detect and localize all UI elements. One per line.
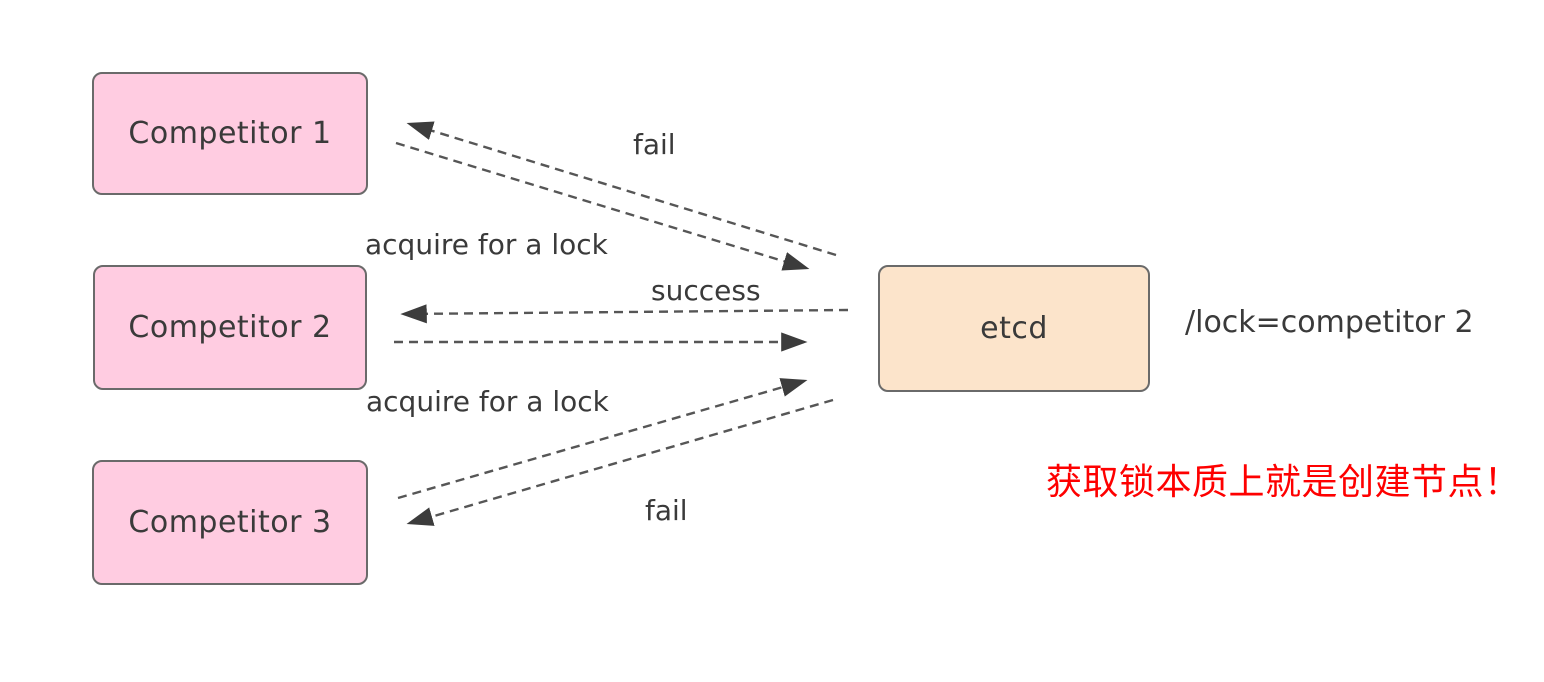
node-competitor-2-label: Competitor 2 [128,310,332,345]
edge-label-success: success [651,274,761,307]
node-competitor-3-label: Competitor 3 [128,505,332,540]
node-competitor-2: Competitor 2 [93,265,367,390]
annotation-lock-key: /lock=competitor 2 [1185,305,1474,340]
annotation-note-chinese: 获取锁本质上就是创建节点！ [1046,462,1521,503]
node-competitor-1: Competitor 1 [92,72,368,195]
edge-competitor1-acquire [395,141,810,271]
node-etcd-label: etcd [980,311,1048,346]
edge-label-fail-top: fail [633,128,676,161]
edge-competitor3-acquire [397,378,808,500]
node-competitor-1-label: Competitor 1 [128,116,332,151]
edge-label-acquire-top: acquire for a lock [365,228,608,261]
edge-etcd-success-competitor2 [400,304,849,324]
edge-etcd-fail-competitor3 [406,398,834,526]
edge-label-fail-bottom: fail [645,494,688,527]
node-competitor-3: Competitor 3 [92,460,368,585]
node-etcd: etcd [878,265,1150,392]
edge-label-acquire-bottom: acquire for a lock [366,385,609,418]
